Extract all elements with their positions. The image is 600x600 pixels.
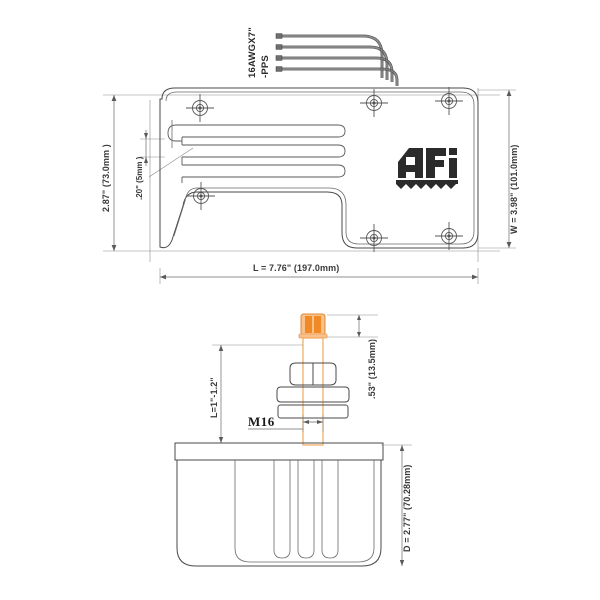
dimension-stem-length: L=1"-1.2"	[209, 344, 303, 443]
wire-end-caps	[275, 33, 283, 72]
mounting-plate-outline	[159, 87, 479, 249]
mounting-hole-bottom-left	[187, 182, 215, 210]
housing-tube-profile-2	[297, 460, 315, 559]
wire-outline-2	[280, 36, 382, 78]
heating-element-tubes	[167, 120, 346, 183]
housing-body	[174, 442, 384, 567]
dimension-slot-small-label: .20" (5mm )	[135, 156, 144, 200]
dimension-length-bottom-label: L = 7.76" (197.0mm)	[253, 263, 339, 273]
wire-leads-group	[275, 33, 399, 86]
mounting-hole-bottom-center	[360, 224, 388, 252]
orange-connector	[298, 313, 328, 339]
dimension-connector-height-label: .53" (13.5mm)	[367, 339, 377, 399]
wire-outline-7	[280, 67, 399, 86]
hex-nut-top	[289, 362, 337, 386]
hex-nut-assembly	[276, 362, 350, 419]
dimension-depth-right-label: D = 2.77" (70.28mm)	[402, 465, 412, 552]
connector-flange	[298, 333, 328, 339]
connector-body	[300, 313, 326, 336]
housing-top-flange	[174, 442, 384, 461]
wire-spec-label-line1: 16AWGX7"	[247, 27, 258, 78]
mounting-hole-top-left	[186, 94, 214, 122]
dimension-height-left-label: 2.87" (73.0mm )	[101, 144, 111, 212]
heating-tube-3	[182, 164, 346, 178]
thread-callout-m16-label: M16	[248, 414, 275, 429]
gland-washer-lower	[277, 404, 349, 419]
dimension-width-right-label: W = 3.98" (101.0mm)	[509, 145, 519, 234]
housing-shell-outer	[176, 460, 382, 567]
heating-tube-terminus	[167, 124, 182, 142]
wire-outline-3	[280, 45, 389, 80]
wire-outline-8	[280, 69, 397, 86]
top-plan-view: 16AWGX7" -PPS 2.87" (73.0mm ) .20" (5mm …	[101, 27, 519, 284]
dimension-height-left: 2.87" (73.0mm )	[101, 95, 117, 251]
mounting-hole-top-right	[435, 87, 463, 115]
threaded-stem	[302, 337, 324, 446]
housing-tube-profile-3	[321, 460, 339, 559]
afi-brand-logo	[396, 148, 461, 189]
dimension-stem-length-label: L=1"-1.2"	[209, 377, 219, 418]
afi-logo-base	[396, 180, 461, 189]
mounting-plate-inner-edge	[165, 91, 475, 245]
dimension-length-bottom: L = 7.76" (197.0mm)	[159, 263, 479, 284]
wire-lead-1	[280, 34, 384, 78]
wire-spec-label-group: 16AWGX7" -PPS	[247, 27, 271, 78]
mounting-holes-group	[186, 87, 463, 252]
connector-pin-right	[314, 316, 321, 333]
mounting-hole-top-center	[360, 89, 388, 117]
side-section-view: .53" (13.5mm) L=1"-1.2" M16	[174, 313, 412, 567]
wire-outline-5	[280, 56, 394, 82]
gland-flange-mid	[276, 386, 350, 403]
housing-tube-profile-1	[273, 460, 291, 559]
mounting-hole-bottom-right	[435, 222, 463, 250]
dimension-slot-small: .20" (5mm )	[135, 130, 194, 200]
wire-outline-1	[280, 34, 384, 78]
housing-shell-inner	[234, 460, 375, 563]
heating-tube-1	[182, 124, 346, 138]
thread-callout-m16: M16	[248, 414, 324, 432]
connector-pin-left	[305, 316, 312, 333]
heating-tube-2	[182, 144, 346, 158]
wire-outline-4	[280, 47, 387, 80]
dimension-depth-right: D = 2.77" (70.28mm)	[381, 444, 412, 566]
stem-body	[302, 337, 324, 446]
wire-spec-label-line2: -PPS	[260, 55, 271, 78]
dimension-connector-height: .53" (13.5mm)	[327, 314, 378, 399]
dimension-width-right: W = 3.98" (101.0mm)	[478, 89, 519, 249]
